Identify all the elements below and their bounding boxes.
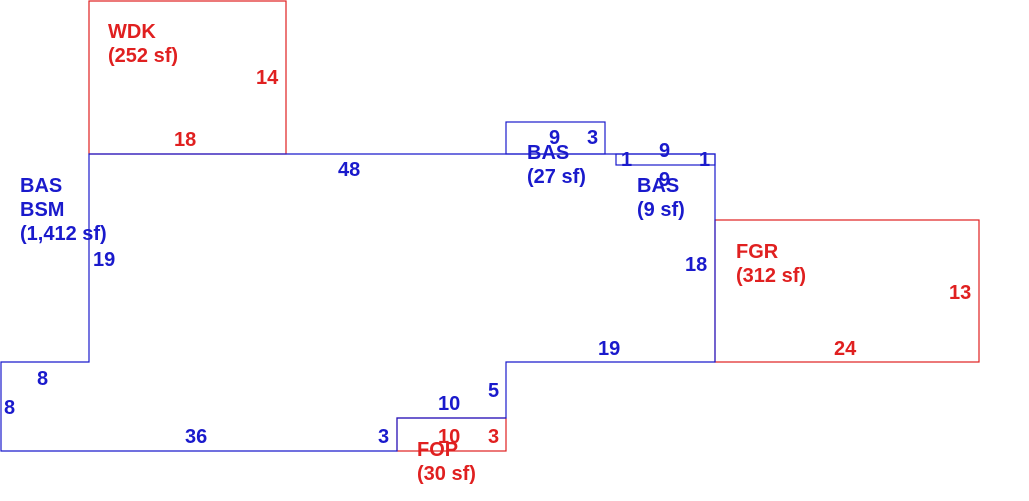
fgr-code: FGR — [736, 241, 779, 263]
wdk-code: WDK — [108, 21, 156, 43]
fop-code: FOP — [417, 439, 458, 461]
dim-fop-right: 3 — [488, 426, 499, 448]
bas-b-code: BAS — [637, 175, 679, 197]
bas-b-size: (9 sf) — [637, 199, 685, 221]
dim-wdk-right: 14 — [256, 67, 279, 89]
dim-fgr-right: 13 — [949, 282, 971, 304]
dim-wdk-bottom: 18 — [174, 129, 196, 151]
bas-a-outline — [505, 121, 606, 155]
dim-main-lower-right-top: 19 — [598, 338, 620, 360]
dim-fop-top: 10 — [438, 426, 460, 448]
main-area-outline — [0, 153, 716, 452]
dim-bas-b-left: 1 — [621, 149, 632, 171]
dim-main-notch-top: 10 — [438, 393, 460, 415]
main-area-size: (1,412 sf) — [20, 223, 107, 245]
dim-main-step-top: 8 — [37, 368, 48, 390]
dim-fgr-bottom: 24 — [834, 338, 857, 360]
dim-main-top: 48 — [338, 159, 360, 181]
bas-a-size: (27 sf) — [527, 166, 586, 188]
dim-bas-b-right: 1 — [699, 149, 710, 171]
dim-main-notch-right: 5 — [488, 380, 499, 402]
main-area-code2: BSM — [20, 199, 64, 221]
dim-main-left-lower: 8 — [4, 397, 15, 419]
dim-main-left-upper: 19 — [93, 249, 115, 271]
dim-main-right: 18 — [685, 254, 707, 276]
bas-a-code: BAS — [527, 142, 569, 164]
dim-bas-b-bottom: 9 — [659, 169, 670, 191]
dim-main-notch-side: 3 — [378, 426, 389, 448]
dim-bas-a-side: 3 — [587, 127, 598, 149]
main-area-code1: BAS — [20, 175, 62, 197]
dim-main-bottom: 36 — [185, 426, 207, 448]
dim-bas-a-top: 9 — [549, 127, 560, 149]
fgr-size: (312 sf) — [736, 265, 806, 287]
wdk-size: (252 sf) — [108, 45, 178, 67]
bas-b-outline — [615, 153, 716, 166]
fop-size: (30 sf) — [417, 463, 476, 485]
dim-bas-b-top: 9 — [659, 140, 670, 162]
